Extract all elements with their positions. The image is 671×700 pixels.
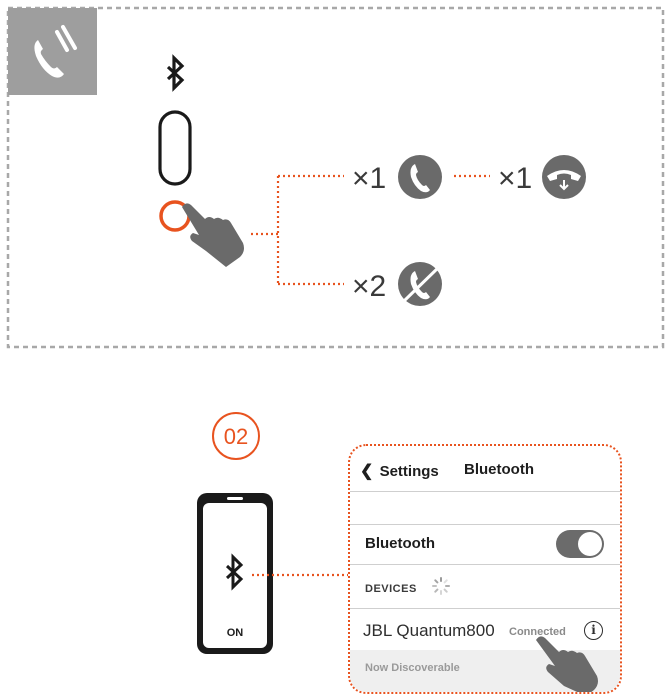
bluetooth-icon xyxy=(166,54,185,92)
pill-button-icon xyxy=(158,110,192,186)
loading-spinner-icon xyxy=(432,577,450,595)
reject-call-icon xyxy=(398,262,442,306)
device-row[interactable]: JBL Quantum800 Connected i xyxy=(350,609,620,649)
toggle-knob xyxy=(578,532,602,556)
top-panel-frame xyxy=(6,6,665,349)
end-call-icon xyxy=(542,155,586,199)
device-status: Connected xyxy=(509,626,566,638)
devices-header: DEVICES xyxy=(365,583,417,595)
end-count: ×1 xyxy=(498,162,532,195)
page-title: Bluetooth xyxy=(464,461,534,478)
info-icon[interactable]: i xyxy=(584,621,603,640)
phone-call-icon xyxy=(8,8,97,95)
devices-label: DEVICES xyxy=(365,583,417,595)
answer-call-icon xyxy=(398,155,442,199)
back-label: Settings xyxy=(379,463,439,480)
pointing-hand-icon xyxy=(536,636,598,692)
divider xyxy=(350,564,620,565)
connector-lines xyxy=(251,174,490,286)
phone-status: ON xyxy=(227,627,244,639)
chevron-left-icon: ❮ xyxy=(360,463,374,480)
device-name: JBL Quantum800 xyxy=(363,621,495,640)
divider xyxy=(350,608,620,609)
step-number: 02 xyxy=(224,424,248,449)
bluetooth-settings-panel: ❮ Settings Bluetooth Bluetooth DEVICES J… xyxy=(348,444,622,694)
discoverable-label: Now Discoverable xyxy=(365,662,460,674)
answer-count: ×1 xyxy=(352,162,386,195)
divider xyxy=(350,491,620,492)
divider xyxy=(350,524,620,525)
bluetooth-toggle[interactable] xyxy=(556,530,604,558)
step-badge: 02 xyxy=(212,412,260,460)
back-button[interactable]: ❮ Settings xyxy=(360,461,439,481)
bluetooth-icon xyxy=(225,553,244,591)
reject-count: ×2 xyxy=(352,270,386,303)
pointing-hand-icon xyxy=(182,203,244,267)
bluetooth-label: Bluetooth xyxy=(365,535,435,552)
